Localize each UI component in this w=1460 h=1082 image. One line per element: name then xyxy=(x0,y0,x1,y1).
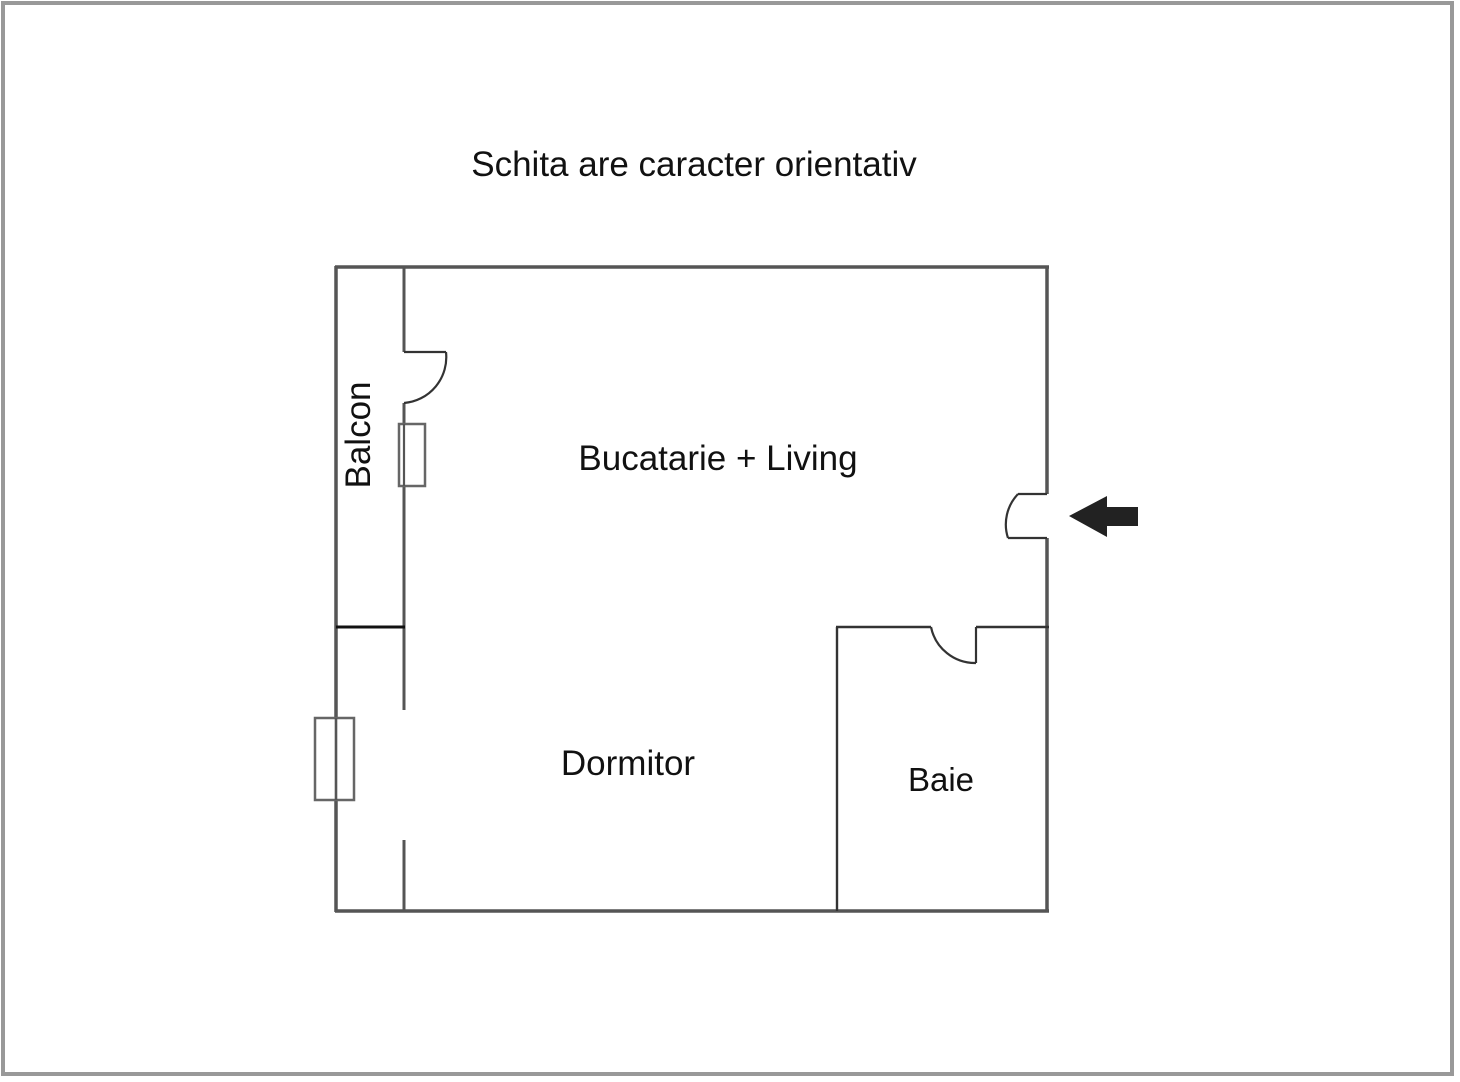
baie-door-swing-arc xyxy=(929,626,977,665)
entry-door-swing-arc xyxy=(1004,493,1019,539)
room-label-balcon: Balcon xyxy=(339,381,378,488)
entry-arrow-icon xyxy=(1069,496,1138,537)
room-label-bucatarie-living: Bucatarie + Living xyxy=(578,439,857,478)
bedroom-window-symbol xyxy=(313,716,356,802)
balcony-door-swing-arc xyxy=(403,351,448,405)
plan-title-note: Schita are caracter orientativ xyxy=(471,145,917,184)
room-label-baie: Baie xyxy=(908,761,974,798)
room-label-dormitor: Dormitor xyxy=(561,744,696,783)
